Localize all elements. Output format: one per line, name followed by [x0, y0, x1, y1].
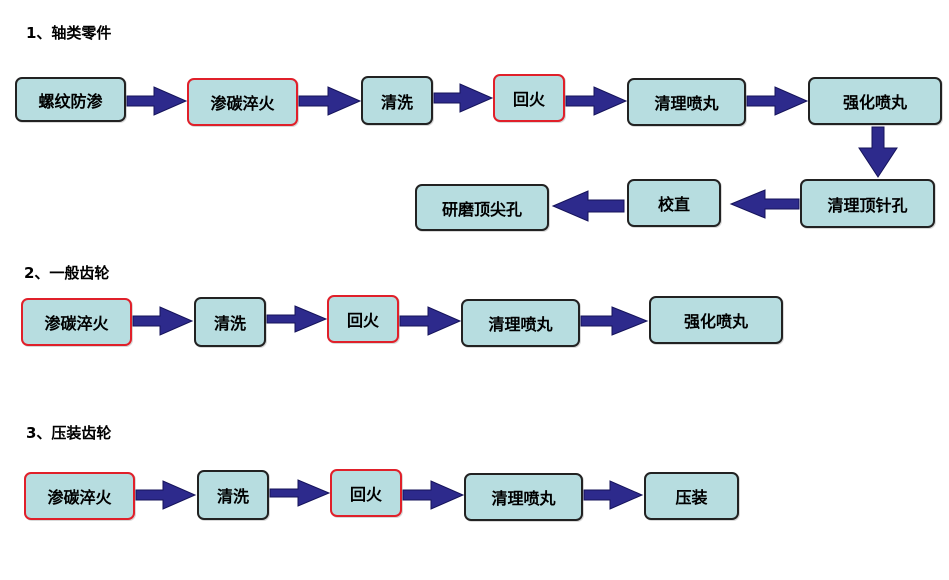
arrow-right-icon [565, 86, 628, 116]
press-gear-step-tempering: 回火 [330, 469, 402, 517]
arrow-right-icon [135, 480, 197, 510]
arrow-right-icon [399, 306, 462, 336]
gear-step-cleaning: 清洗 [194, 297, 266, 347]
section-2-heading: 2、一般齿轮 [24, 264, 110, 282]
arrow-right-icon [298, 86, 362, 116]
arrow-right-icon [126, 86, 188, 116]
arrow-right-icon [746, 86, 809, 116]
arrow-right-icon [132, 306, 194, 336]
step-tempering: 回火 [493, 74, 565, 122]
step-cleaning: 清洗 [361, 76, 433, 125]
press-gear-step-cleaning: 清洗 [197, 470, 269, 520]
arrow-right-icon [269, 479, 331, 507]
arrow-right-icon [580, 306, 649, 336]
arrow-right-icon [402, 480, 465, 510]
gear-step-carburizing-quenching: 渗碳淬火 [21, 298, 132, 346]
gear-step-tempering: 回火 [327, 295, 399, 343]
press-gear-step-press-fit: 压装 [644, 472, 739, 520]
section-3-heading: 3、压装齿轮 [26, 424, 112, 442]
arrow-left-icon [729, 189, 800, 219]
step-carburizing-quenching: 渗碳淬火 [187, 78, 298, 126]
step-grind-center-hole: 研磨顶尖孔 [415, 184, 549, 231]
gear-step-strengthen-shot-peening: 强化喷丸 [649, 296, 783, 344]
step-strengthen-shot-peening: 强化喷丸 [808, 77, 942, 125]
section-1-heading: 1、轴类零件 [26, 24, 112, 42]
step-thread-protection: 螺纹防渗 [15, 77, 126, 122]
arrow-right-icon [433, 83, 494, 113]
step-clean-shot-peening: 清理喷丸 [627, 78, 746, 126]
step-straightening: 校直 [627, 179, 721, 227]
arrow-right-icon [266, 305, 328, 333]
arrow-down-icon [858, 126, 898, 178]
press-gear-step-carburizing-quenching: 渗碳淬火 [24, 472, 135, 520]
press-gear-step-clean-shot-peening: 清理喷丸 [464, 473, 583, 521]
arrow-left-icon [551, 190, 625, 222]
gear-step-clean-shot-peening: 清理喷丸 [461, 299, 580, 347]
step-clean-center-hole: 清理顶针孔 [800, 179, 935, 228]
arrow-right-icon [583, 480, 644, 510]
